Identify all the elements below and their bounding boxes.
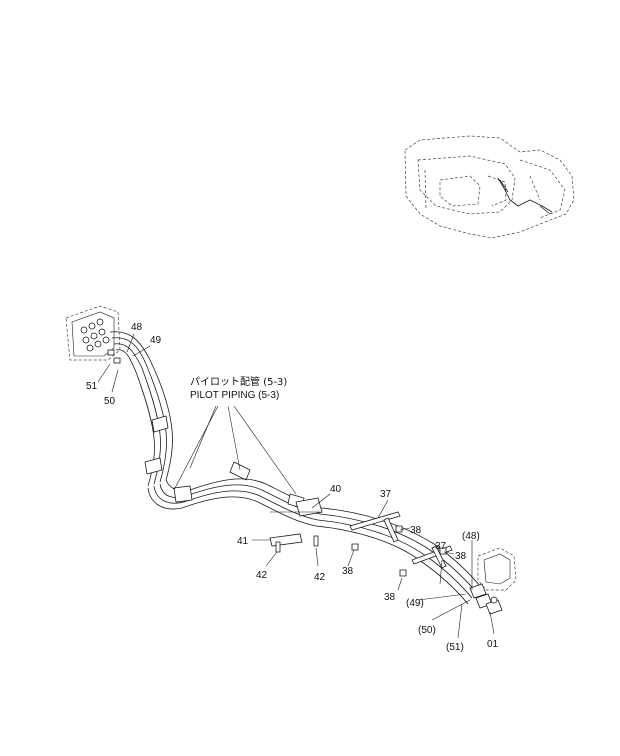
- callout-51: 51: [86, 381, 98, 392]
- callout-01: 01: [487, 639, 499, 650]
- callout-38-b: 38: [455, 551, 467, 562]
- callout-38-a: 38: [410, 525, 422, 536]
- note-line-en: PILOT PIPING (5-3): [190, 390, 279, 401]
- callout-51-ref: (51): [446, 642, 464, 653]
- callout-41: 41: [237, 536, 249, 547]
- bracket-plates: [349, 511, 453, 569]
- callout-50: 50: [104, 396, 116, 407]
- callout-labels: 48 49 51 50 40 37 37 38 38 38 38 41 42 4…: [86, 322, 499, 653]
- callout-48: 48: [131, 322, 143, 333]
- note-line-jp: パイロット配管 (5-3): [190, 375, 287, 388]
- pilot-hose-bundle-upper: [109, 331, 251, 487]
- bolts-38: [351, 525, 447, 577]
- callout-49: 49: [150, 335, 162, 346]
- control-valve-assembly: [65, 305, 121, 364]
- pilot-hose-bundle-middle: [147, 478, 323, 527]
- callout-42-left: 42: [256, 570, 268, 581]
- callout-40: 40: [330, 484, 342, 495]
- callout-49-ref: (49): [406, 598, 424, 609]
- callout-42-right: 42: [314, 572, 326, 583]
- callout-37-lower: 37: [435, 541, 447, 552]
- callout-38-d: 38: [384, 592, 396, 603]
- callout-37-upper: 37: [380, 489, 392, 500]
- clamp-assembly: [269, 497, 323, 553]
- callout-50-ref: (50): [418, 625, 436, 636]
- callout-38-c: 38: [342, 566, 354, 577]
- callout-48-ref: (48): [462, 531, 480, 542]
- leader-lines: [97, 333, 495, 639]
- note-text: パイロット配管 (5-3) PILOT PIPING (5-3): [190, 375, 287, 401]
- machine-location-thumbnail: [404, 135, 575, 239]
- pilot-valve: [469, 547, 517, 615]
